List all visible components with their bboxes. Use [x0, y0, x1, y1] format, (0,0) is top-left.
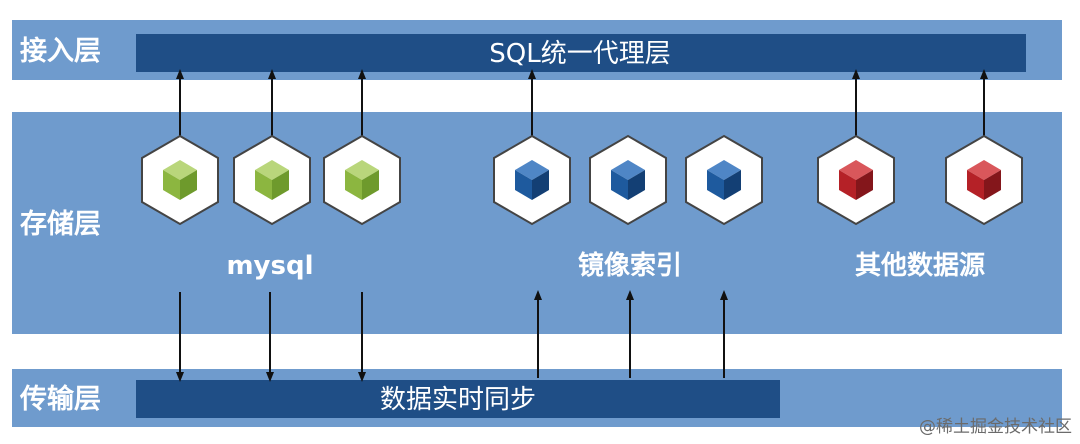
cube-icon-mysql-3: [323, 134, 401, 226]
sql-proxy-bar: [136, 34, 1026, 72]
data-sync-bar: [136, 380, 780, 418]
group-label-mysql: mysql: [226, 251, 313, 281]
cube-icon-other-2: [945, 134, 1023, 226]
watermark-text: @稀土掘金技术社区: [919, 417, 1072, 437]
cube-icon-index-1: [493, 134, 571, 226]
sql-proxy-text: SQL统一代理层: [489, 39, 670, 69]
cube-icon-other-1: [817, 134, 895, 226]
cube-icon-mysql-1: [141, 134, 219, 226]
transport-layer-label: 传输层: [19, 383, 101, 415]
group-label-mirror-index: 镜像索引: [578, 250, 682, 281]
cube-icon-index-3: [685, 134, 763, 226]
cube-icon-index-2: [589, 134, 667, 226]
cube-icon-mysql-2: [233, 134, 311, 226]
access-layer-label: 接入层: [20, 36, 101, 67]
data-sync-text: 数据实时同步: [380, 385, 536, 415]
group-label-other-sources: 其他数据源: [855, 251, 985, 281]
storage-layer-label: 存储层: [20, 209, 101, 240]
